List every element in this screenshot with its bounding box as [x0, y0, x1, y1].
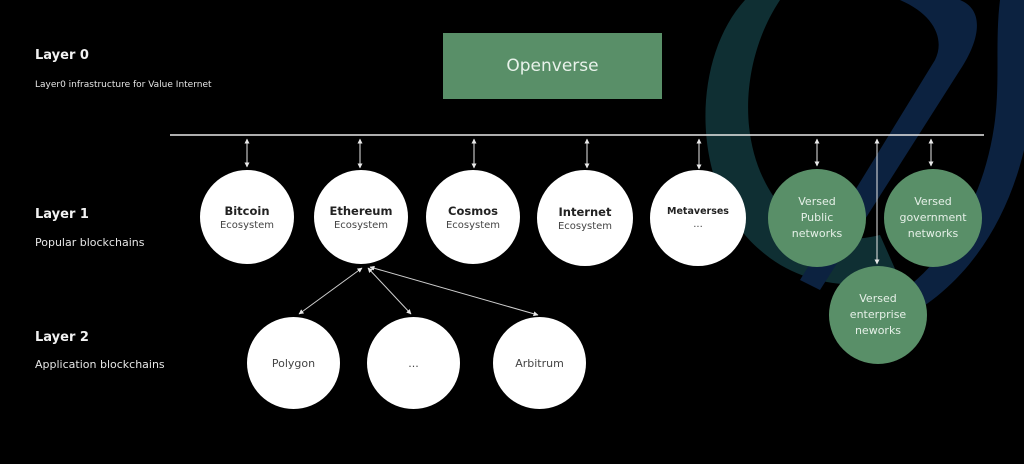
- openverse-box: Openverse: [443, 33, 662, 99]
- arrow-ethereum-polygon: [298, 267, 363, 315]
- layer-0-description: Layer0 infrastructure for Value Internet: [35, 80, 212, 90]
- node-line: neworks: [854, 324, 902, 337]
- layer-0-title: Layer 0: [35, 48, 89, 63]
- node-line: networks: [791, 227, 843, 240]
- node-title: Cosmos: [448, 203, 498, 218]
- node-title: Ethereum: [329, 203, 393, 218]
- node-versed-government: Versed government networks: [884, 169, 982, 267]
- node-subtitle: Ecosystem: [445, 219, 501, 231]
- node-line: Public: [800, 211, 834, 224]
- node-line: government: [899, 211, 967, 224]
- node-subtitle: ...: [693, 219, 703, 230]
- node-line: Versed: [859, 292, 897, 305]
- node-line: Versed: [798, 195, 836, 208]
- node-versed-enterprise: Versed enterprise neworks: [829, 266, 927, 364]
- logo-arc-teal: [705, 0, 900, 285]
- node-versed-public: Versed Public networks: [768, 169, 866, 267]
- node-layer2-more: ...: [367, 317, 460, 409]
- layer-2-description: Application blockchains: [35, 358, 165, 371]
- node-cosmos: Cosmos Ecosystem: [426, 170, 520, 264]
- logo-arc-navy: [790, 0, 977, 290]
- node-internet: Internet Ecosystem: [537, 170, 633, 266]
- layer-1-description: Popular blockchains: [35, 236, 145, 249]
- node-subtitle: Ecosystem: [219, 219, 275, 231]
- node-polygon: Polygon: [247, 317, 340, 409]
- layer-2-title: Layer 2: [35, 330, 89, 345]
- node-subtitle: Ecosystem: [557, 220, 613, 232]
- node-subtitle: Ecosystem: [333, 219, 389, 231]
- node-label: ...: [408, 356, 419, 370]
- node-title: Metaverses: [667, 206, 729, 217]
- node-label: Polygon: [271, 356, 316, 370]
- arrow-ethereum-arbitrum: [369, 265, 539, 317]
- node-ethereum: Ethereum Ecosystem: [314, 170, 408, 264]
- node-label: Arbitrum: [515, 356, 564, 370]
- node-title: Bitcoin: [224, 203, 270, 218]
- layer-1-title: Layer 1: [35, 207, 89, 222]
- node-title: Internet: [558, 204, 612, 219]
- arrow-ethereum-ellipsis: [367, 267, 412, 315]
- node-arbitrum: Arbitrum: [493, 317, 586, 409]
- node-line: Versed: [914, 195, 952, 208]
- node-line: networks: [907, 227, 959, 240]
- openverse-label: Openverse: [506, 56, 599, 76]
- node-bitcoin: Bitcoin Ecosystem: [200, 170, 294, 264]
- node-line: enterprise: [849, 308, 907, 321]
- node-metaverses: Metaverses ...: [650, 170, 746, 266]
